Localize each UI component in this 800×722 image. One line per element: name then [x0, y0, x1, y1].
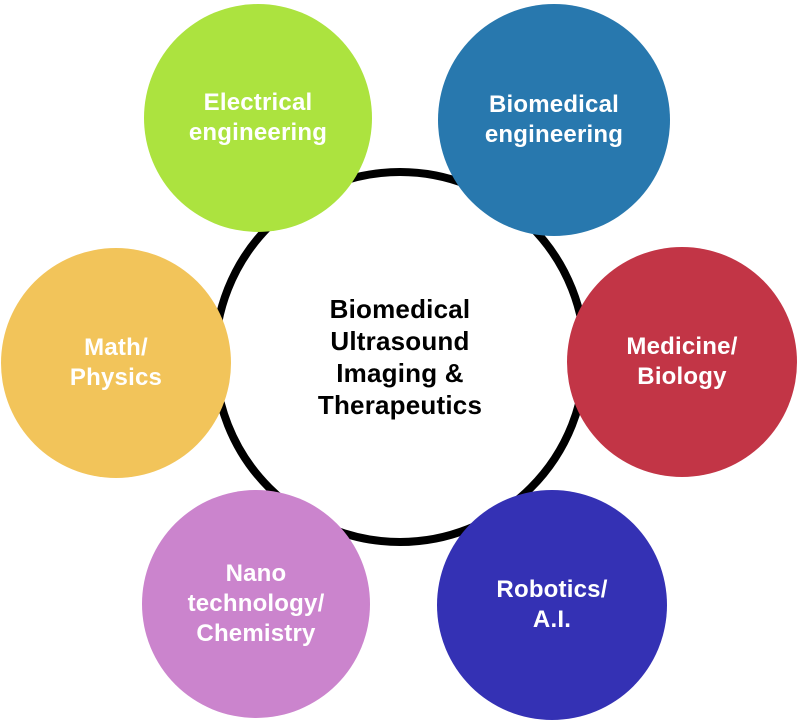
topic-label-electrical-engineering: Electrical engineering: [188, 89, 328, 146]
topic-circle-electrical-engineering: Electrical engineering: [144, 4, 372, 232]
topic-label-biomedical-engineering: Biomedical engineering: [484, 91, 624, 148]
topic-circle-nano-technology-chemistry: Nano technology/ Chemistry: [142, 490, 370, 718]
topic-label-nano-technology-chemistry: Nano technology/ Chemistry: [187, 560, 325, 647]
topic-label-medicine-biology: Medicine/ Biology: [626, 333, 738, 390]
topic-circle-robotics-ai: Robotics/ A.I.: [437, 490, 667, 720]
topic-label-math-physics: Math/ Physics: [69, 334, 163, 391]
topic-label-robotics-ai: Robotics/ A.I.: [496, 576, 608, 633]
topic-circle-biomedical-engineering: Biomedical engineering: [438, 4, 670, 236]
topic-circle-math-physics: Math/ Physics: [1, 248, 231, 478]
topic-circle-medicine-biology: Medicine/ Biology: [567, 247, 797, 477]
center-label: Biomedical Ultrasound Imaging & Therapeu…: [317, 294, 483, 420]
